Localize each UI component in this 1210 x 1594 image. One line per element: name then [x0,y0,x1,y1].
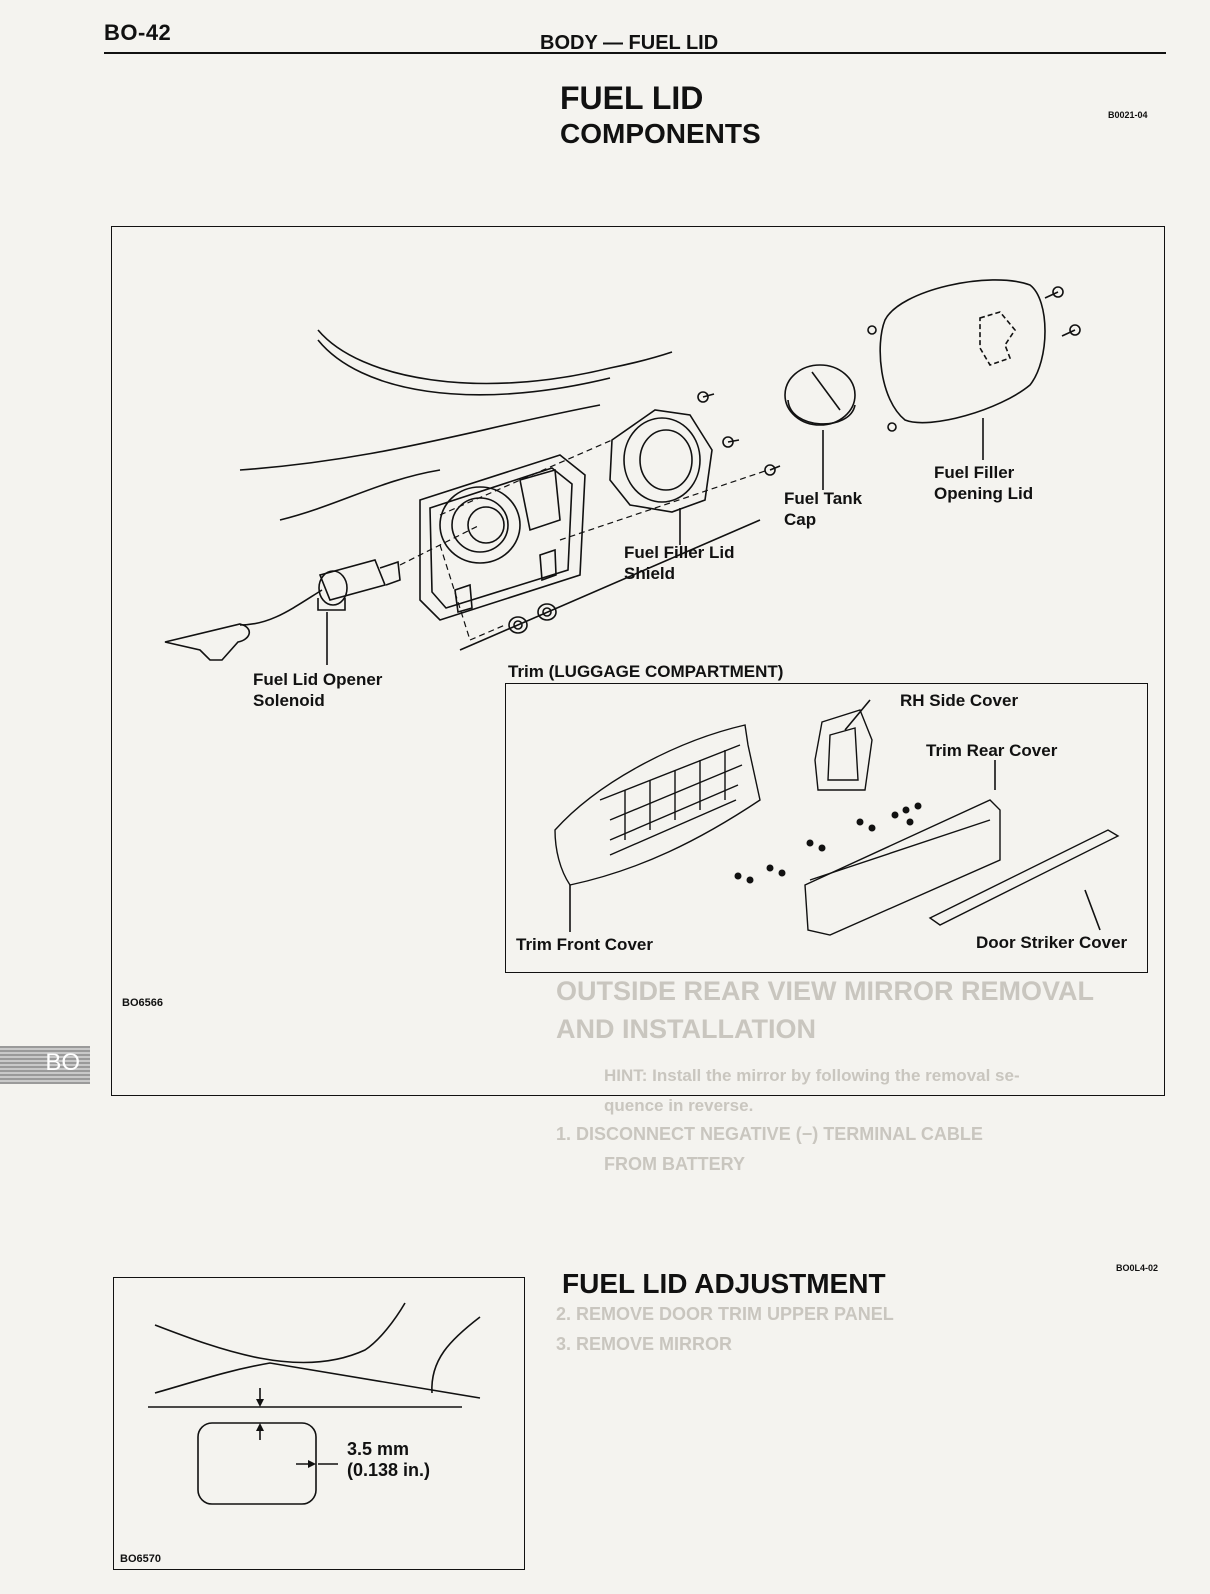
gap-dimension-in: (0.138 in.) [347,1460,431,1480]
label-line: Fuel Filler [934,463,1015,482]
figure-code: BO6566 [122,997,163,1009]
bleed-through-text: 2. REMOVE DOOR TRIM UPPER PANEL [556,1304,894,1324]
page-number: BO-42 [104,20,172,45]
section-title-line1: FUEL LID [560,80,704,116]
gap-dimension-label: 3.5 mm (0.138 in.) [347,1439,430,1481]
adjustment-title: FUEL LID ADJUSTMENT [562,1268,886,1299]
components-figure [111,226,1165,1096]
adjustment-figure [113,1277,525,1570]
label-trim-luggage-compartment: Trim (LUGGAGE COMPARTMENT) [508,662,784,681]
label-fuel-filler-lid-shield: Fuel Filler Lid Shield [624,542,735,584]
label-fuel-tank-cap: Fuel Tank Cap [784,488,862,530]
label-line: Cap [784,510,817,529]
label-fuel-filler-opening-lid: Fuel Filler Opening Lid [934,462,1033,504]
label-fuel-lid-opener-solenoid: Fuel Lid Opener Solenoid [253,669,382,711]
section-tab: BO [0,1046,90,1084]
bleed-through-heading: OUTSIDE REAR VIEW MIRROR REMOVAL [556,976,1095,1006]
bleed-through-text: FROM BATTERY [604,1154,745,1174]
page-header-title: BODY — FUEL LID [540,32,719,54]
header-rule [104,52,1166,54]
adjustment-code: BO0L4-02 [1116,1263,1159,1273]
label-line: Fuel Lid Opener [253,670,383,689]
gap-dimension-mm: 3.5 mm [347,1439,410,1459]
label-trim-front-cover: Trim Front Cover [516,935,653,954]
bleed-through-text: 1. DISCONNECT NEGATIVE (−) TERMINAL CABL… [556,1124,983,1144]
label-line: Fuel Tank [784,489,863,508]
bleed-through-text: 3. REMOVE MIRROR [556,1334,733,1354]
label-rh-side-cover: RH Side Cover [900,691,1019,710]
label-line: Solenoid [253,691,325,710]
section-title-line2: COMPONENTS [560,118,761,149]
section-title: FUEL LID COMPONENTS [560,80,761,152]
bleed-through-text: quence in reverse. [604,1096,754,1115]
label-trim-rear-cover: Trim Rear Cover [926,741,1058,760]
adjustment-figure-code: BO6570 [120,1553,161,1565]
bleed-through-heading: AND INSTALLATION [556,1014,816,1044]
label-door-striker-cover: Door Striker Cover [976,933,1128,952]
section-tab-label: BO [45,1049,80,1076]
trim-inset-figure [505,683,1148,973]
label-line: Shield [624,564,676,583]
bleed-through-text: HINT: Install the mirror by following th… [604,1066,1020,1085]
section-code: B0021-04 [1108,110,1148,120]
label-line: Fuel Filler Lid [624,543,735,562]
label-line: Opening Lid [934,484,1034,503]
